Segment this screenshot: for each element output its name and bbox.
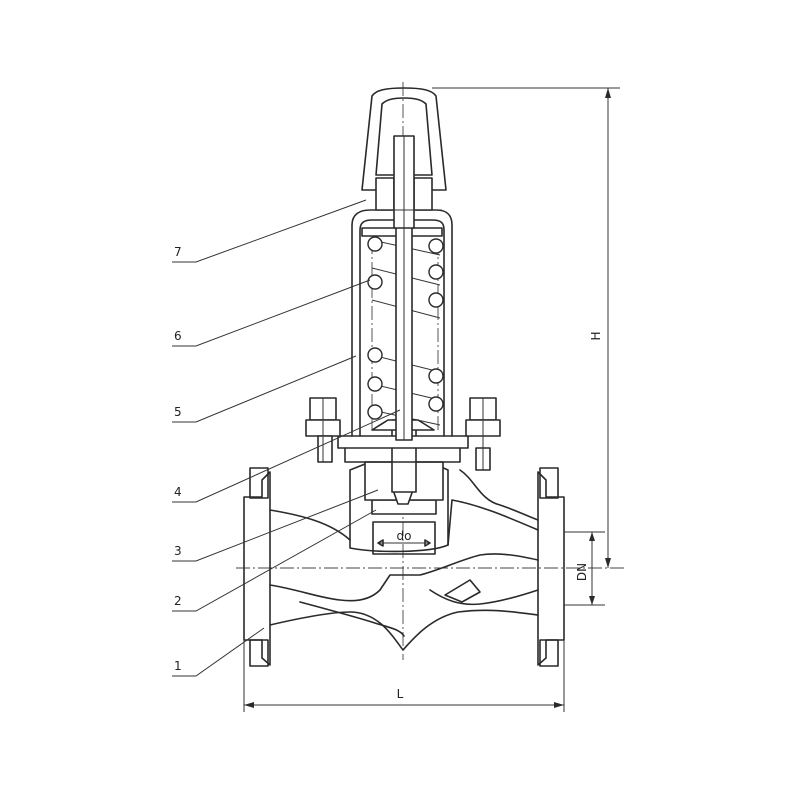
seat-opening (372, 521, 436, 555)
coil-right (428, 264, 444, 280)
leader-3 (172, 489, 379, 562)
leader-7 (172, 199, 367, 263)
leader-5 (172, 355, 357, 423)
coil-right (428, 396, 444, 412)
right-upper-boss (539, 467, 559, 499)
cap-inner (375, 97, 433, 176)
lock-nut-right (413, 177, 433, 211)
valve-body (243, 461, 565, 667)
dimension-l-label: L (397, 687, 404, 701)
right-lower-boss (539, 639, 559, 667)
coil-left (367, 274, 383, 290)
coil-left (367, 376, 383, 392)
left-upper-boss (249, 467, 269, 499)
left-bolt-shank (317, 435, 333, 463)
coil-left (367, 404, 383, 420)
coil-left (367, 236, 383, 252)
part-label-6: 6 (174, 329, 182, 343)
left-lower-boss (249, 639, 269, 667)
outlet-passage (429, 589, 539, 606)
leader-2 (172, 509, 377, 612)
leader-6 (172, 279, 371, 347)
coil-left (367, 347, 383, 363)
dn-arrows (589, 532, 595, 605)
coil-right (428, 368, 444, 384)
part-label-5: 5 (174, 405, 182, 419)
flow-passage-lower (299, 601, 405, 637)
coil-right (428, 292, 444, 308)
part-label-7: 7 (174, 245, 182, 259)
cap-assembly (361, 87, 447, 229)
part-label-4: 4 (174, 485, 182, 499)
dimension-dn: DN (564, 531, 605, 606)
coil-right (428, 238, 444, 254)
spring (367, 236, 444, 430)
dimension-do-label: do (397, 529, 412, 543)
dimension-dn-label: DN (575, 563, 589, 581)
dimension-h: H (432, 87, 620, 568)
flange-skirt (344, 447, 461, 463)
leader-1 (172, 627, 265, 677)
body-outer-contour (269, 499, 539, 651)
do-arrows (377, 539, 431, 547)
cap-outer (361, 87, 447, 191)
right-flange (537, 471, 565, 666)
body-rib (444, 579, 481, 603)
body-right-shoulder (459, 469, 539, 521)
left-flange (243, 471, 271, 666)
dimension-l: L (243, 640, 565, 712)
part-label-2: 2 (174, 594, 182, 608)
part-labels: 7 6 5 4 3 2 1 (174, 245, 182, 673)
leader-lines (172, 199, 401, 677)
part-label-1: 1 (174, 659, 182, 673)
flow-passage-upper (269, 553, 539, 602)
dimension-h-label: H (589, 331, 603, 340)
leader-4 (172, 409, 401, 503)
part-label-3: 3 (174, 544, 182, 558)
lock-nut-left (375, 177, 395, 211)
